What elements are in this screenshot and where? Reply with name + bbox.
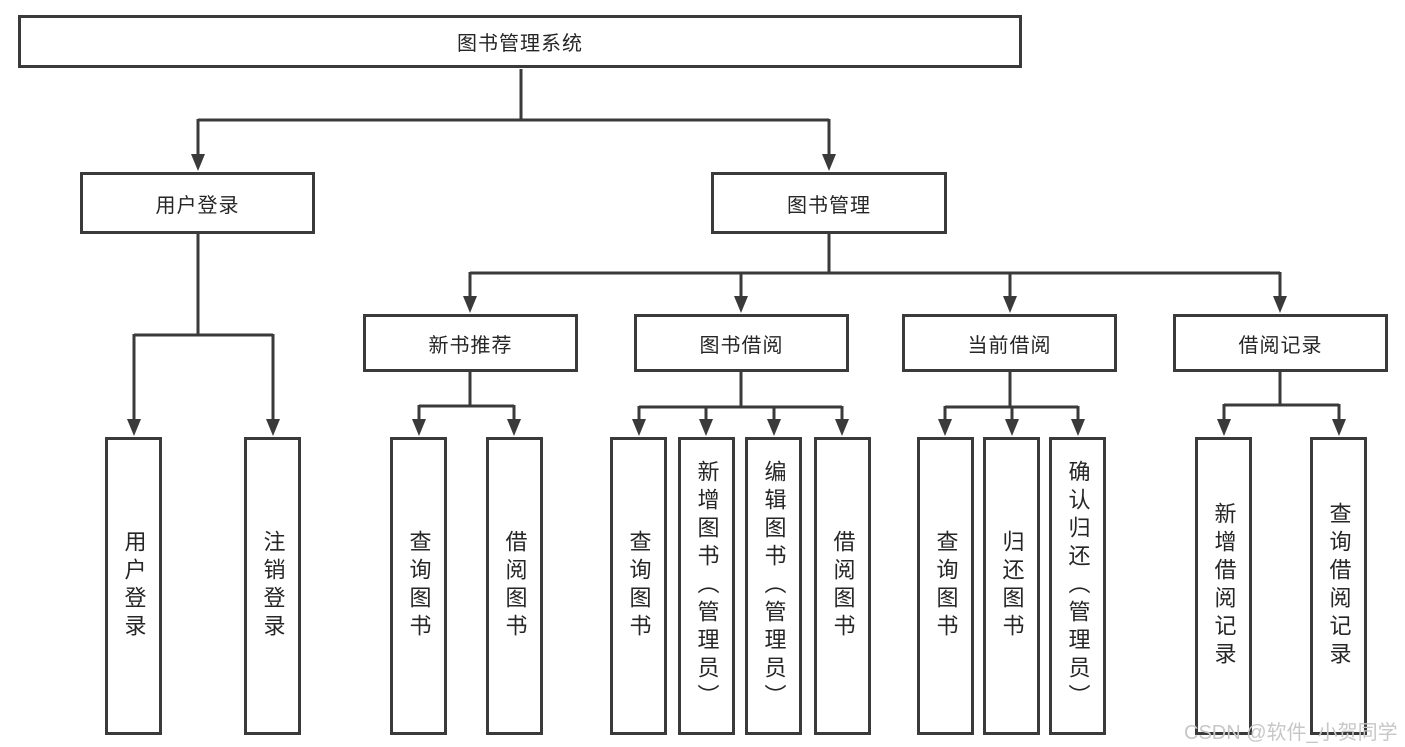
leaf-cb-query-books-label: 查询图书 [933,530,959,642]
csdn-watermark: CSDN @软件_小贺同学 [1184,722,1398,744]
node-current-borrowing-label: 当前借阅 [967,334,1052,357]
leaf-bb-add-books-admin-label: 新增图书（管理员） [694,460,720,712]
node-root: 图书管理系统 [18,15,1022,68]
node-book-management: 图书管理 [711,172,947,234]
node-book-borrowing: 图书借阅 [634,314,849,372]
leaf-nbr-borrow-books: 借阅图书 [486,437,543,735]
node-user-login-label: 用户登录 [155,194,240,217]
leaf-nbr-borrow-books-label: 借阅图书 [502,530,528,642]
node-book-management-label: 图书管理 [787,194,871,217]
leaf-br-add-record-label: 新增借阅记录 [1211,502,1237,670]
leaf-bb-query-books-label: 查询图书 [626,530,652,642]
node-user-login: 用户登录 [80,172,315,234]
arrowheads [127,154,1346,436]
leaf-logout-label: 注销登录 [260,530,286,642]
leaf-cb-query-books: 查询图书 [917,437,974,735]
leaf-cb-confirm-return-admin: 确认归还（管理员） [1049,437,1106,735]
leaf-nbr-query-books: 查询图书 [390,437,447,735]
leaf-br-query-record-label: 查询借阅记录 [1326,502,1352,670]
leaf-bb-borrow-books: 借阅图书 [814,437,871,735]
leaf-bb-edit-books-admin: 编辑图书（管理员） [745,437,802,735]
node-book-borrowing-label: 图书借阅 [699,334,784,357]
leaf-bb-add-books-admin: 新增图书（管理员） [678,437,735,735]
node-new-book-recommend: 新书推荐 [363,314,578,372]
node-borrowing-records: 借阅记录 [1173,314,1388,372]
leaf-bb-edit-books-admin-label: 编辑图书（管理员） [761,460,787,712]
leaf-cb-return-books: 归还图书 [983,437,1040,735]
leaf-bb-query-books: 查询图书 [610,437,667,735]
leaf-cb-return-books-label: 归还图书 [999,530,1025,642]
node-current-borrowing: 当前借阅 [902,314,1117,372]
leaf-br-query-record: 查询借阅记录 [1310,437,1367,735]
leaf-br-add-record: 新增借阅记录 [1195,437,1252,735]
leaf-logout: 注销登录 [244,437,301,735]
node-borrowing-records-label: 借阅记录 [1238,334,1323,357]
leaf-cb-confirm-return-admin-label: 确认归还（管理员） [1065,460,1091,712]
leaf-nbr-query-books-label: 查询图书 [406,530,432,642]
node-root-label: 图书管理系统 [457,33,583,55]
leaf-user-login-label: 用户登录 [121,530,147,642]
node-new-book-recommend-label: 新书推荐 [428,334,513,357]
leaf-user-login: 用户登录 [105,437,162,735]
leaf-bb-borrow-books-label: 借阅图书 [830,530,856,642]
